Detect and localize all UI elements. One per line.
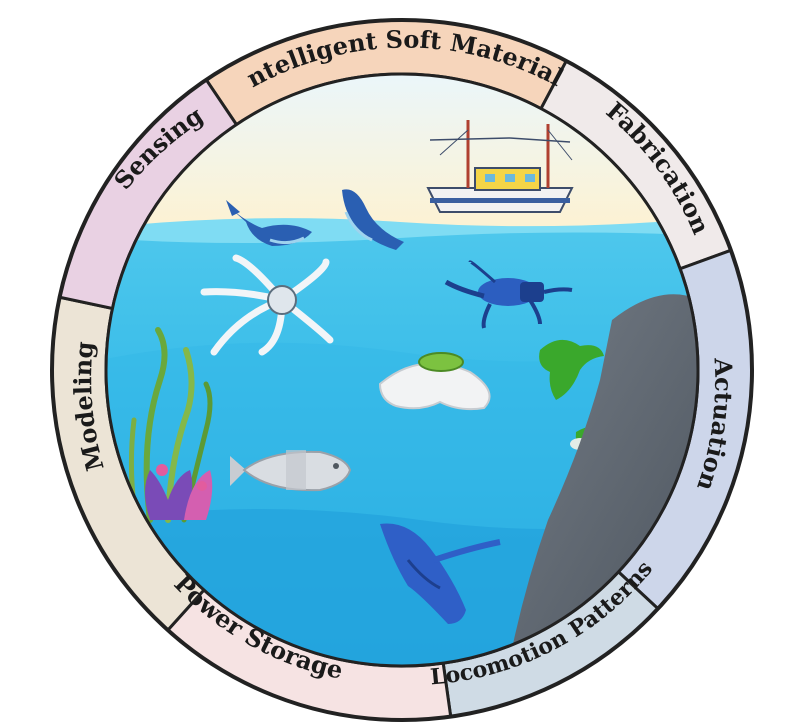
boat-icon <box>426 120 574 213</box>
fly-robot-icon <box>444 260 573 329</box>
manta-ray-robot-icon <box>380 523 501 624</box>
jellyfish-robot-icon <box>378 352 491 411</box>
coral-icon <box>145 464 213 520</box>
fish-robot-icon <box>230 450 352 492</box>
whale-icon <box>226 200 312 246</box>
starfish-robot-icon <box>200 254 334 356</box>
dolphin-icon <box>342 189 404 250</box>
